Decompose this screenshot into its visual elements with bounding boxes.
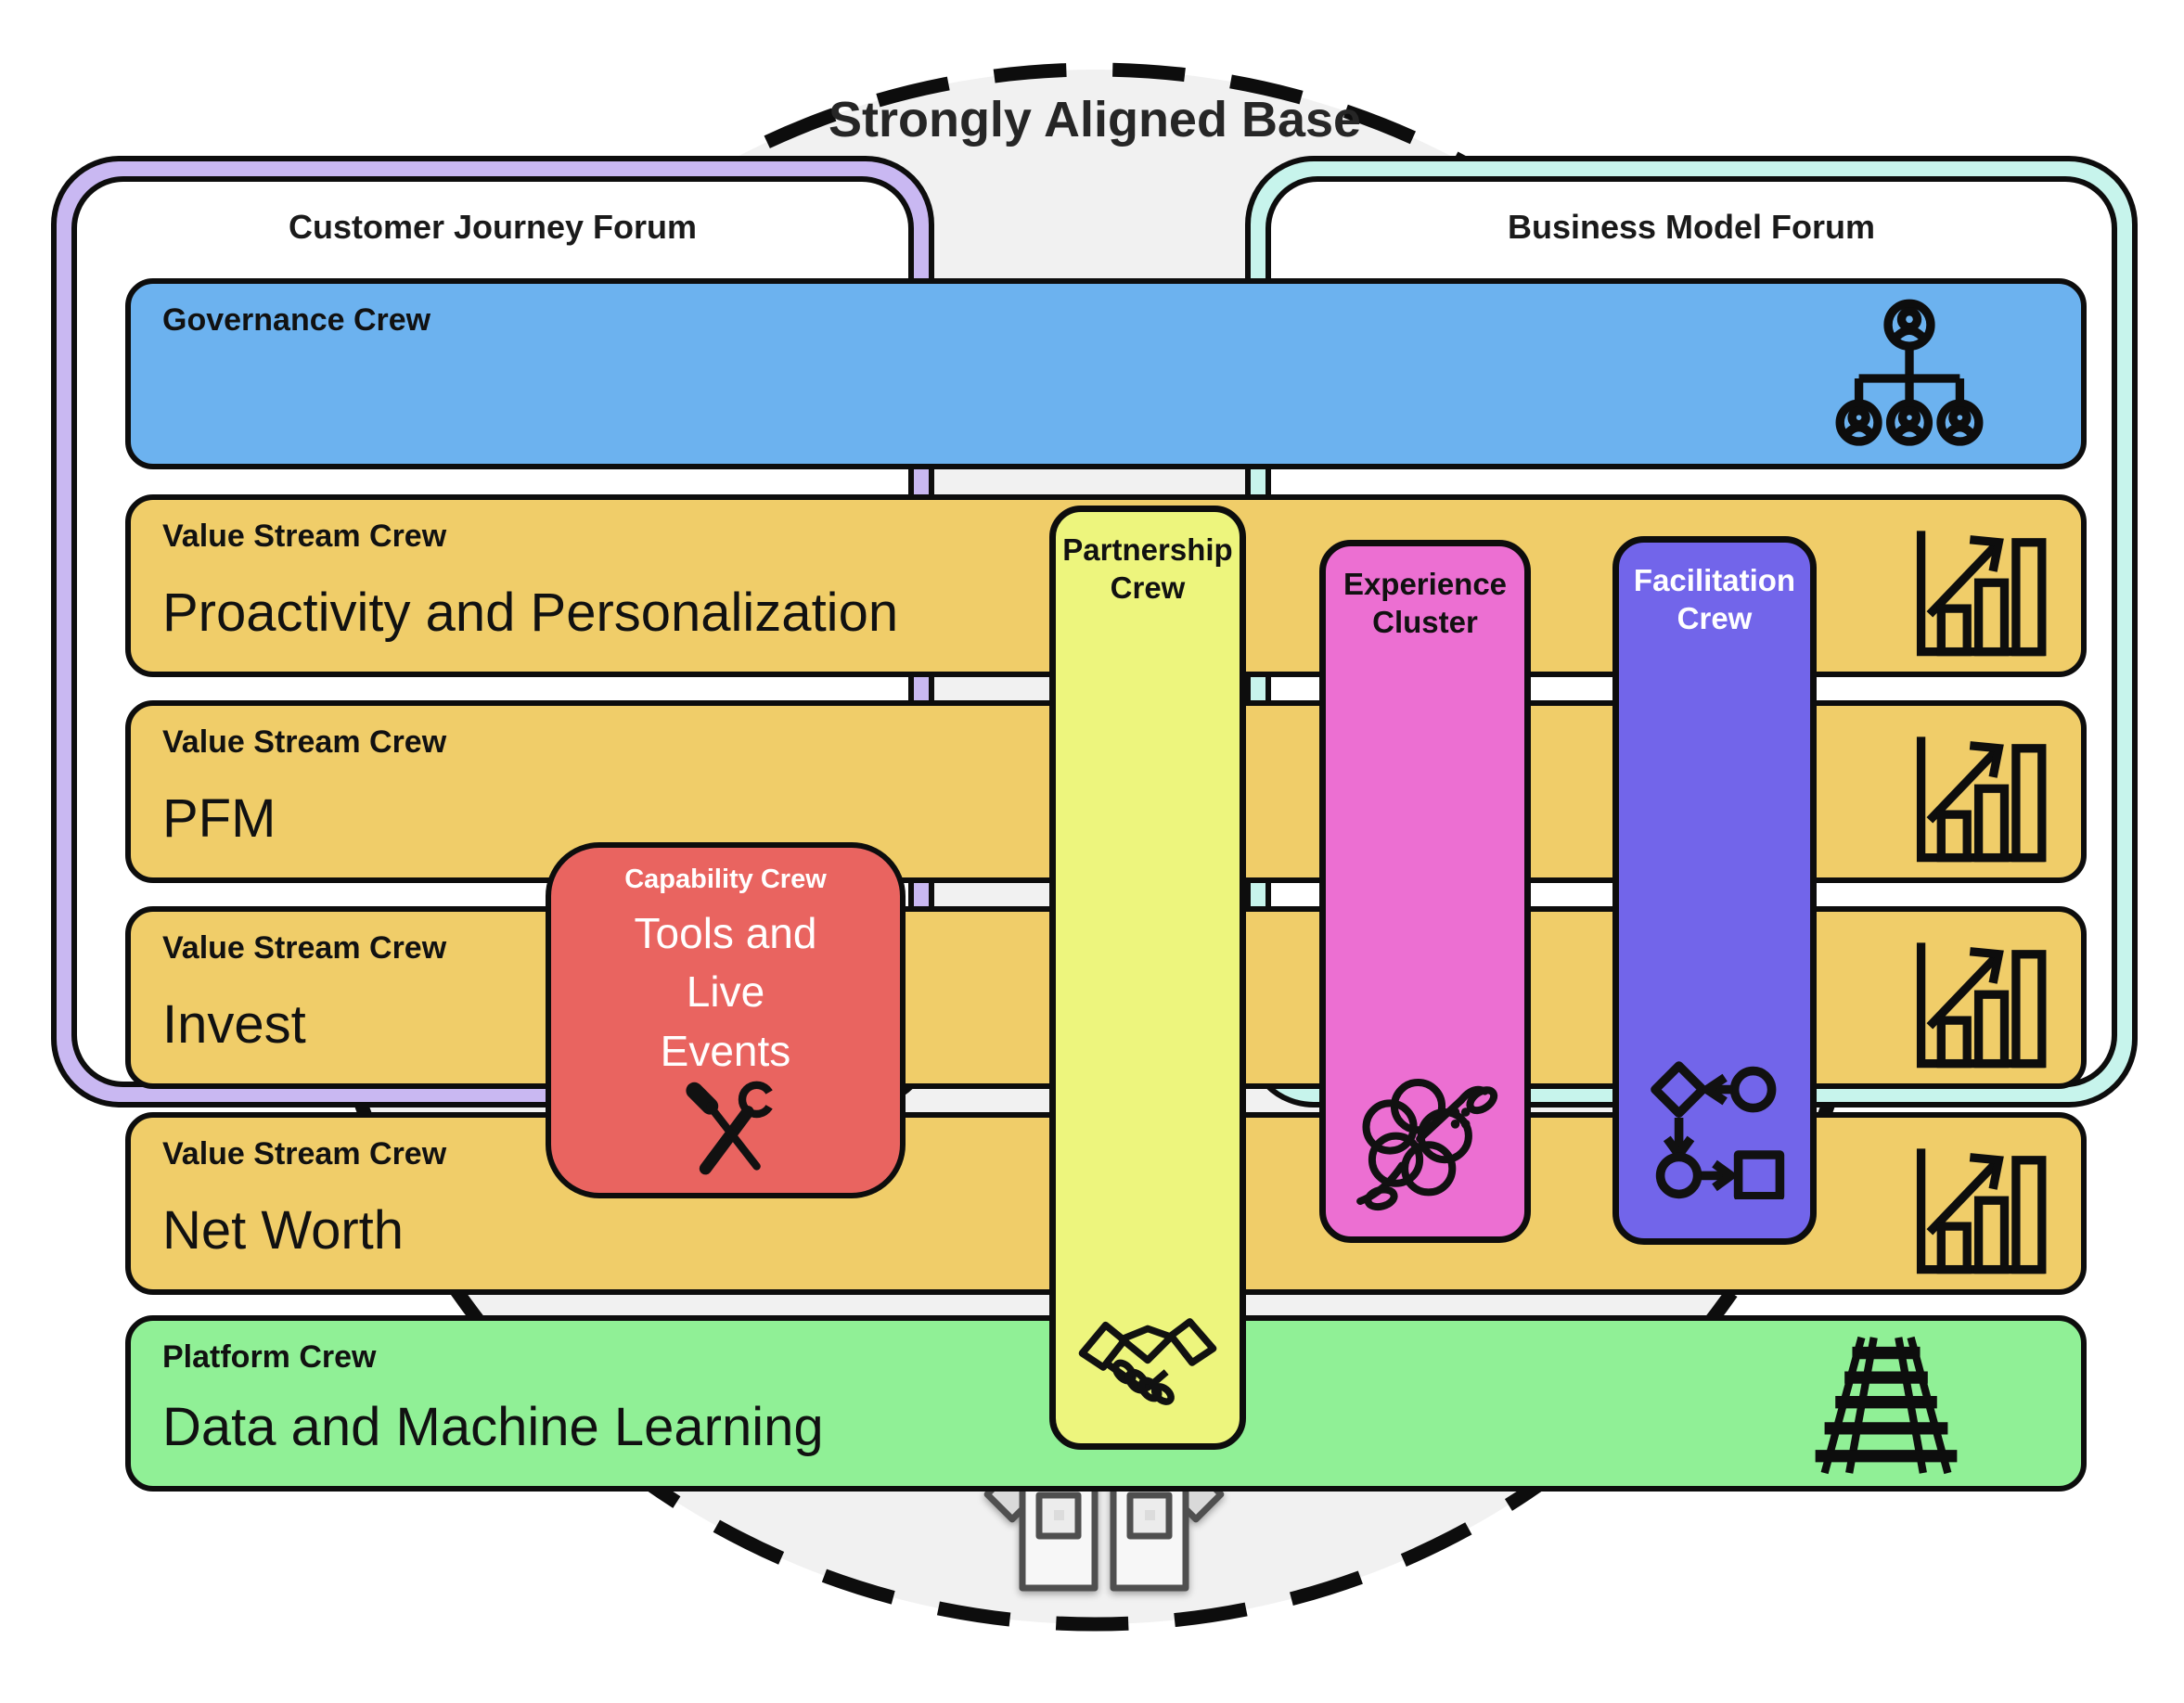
governance-crew-bar: Governance Crew [125, 278, 2087, 469]
value-stream-type-label: Value Stream Crew [162, 519, 447, 554]
railway-icon [1815, 1336, 1958, 1475]
value-stream-name: PFM [162, 788, 276, 849]
flowchart-icon [1651, 1061, 1785, 1199]
tools-icon [686, 1082, 784, 1175]
growth-chart-icon [1916, 1148, 2047, 1274]
hibiscus-icon [1355, 1079, 1497, 1211]
handshake-icon [1078, 1318, 1217, 1405]
org-chart-icon [1835, 299, 1984, 446]
growth-chart-icon [1916, 942, 2047, 1069]
growth-chart-icon [1916, 736, 2047, 863]
partnership-crew-label: Partnership Crew [1062, 532, 1233, 606]
growth-chart-icon [1916, 531, 2047, 657]
platform-crew-name: Data and Machine Learning [162, 1397, 824, 1457]
partnership-crew-bar: Partnership Crew [1049, 506, 1246, 1450]
facilitation-crew-label: Facilitation Crew [1633, 563, 1796, 636]
capability-crew-name: Tools and Live Events [634, 909, 817, 1075]
business-model-forum-label: Business Model Forum [1507, 208, 1876, 246]
experience-cluster-bar: Experience Cluster [1319, 540, 1531, 1243]
strongly-aligned-base-title: Strongly Aligned Base [828, 92, 1362, 147]
value-stream-type-label: Value Stream Crew [162, 1136, 447, 1172]
value-stream-name: Net Worth [162, 1200, 405, 1261]
platform-crew-type-label: Platform Crew [162, 1339, 377, 1375]
facilitation-crew-bar: Facilitation Crew [1612, 536, 1817, 1245]
experience-cluster-label: Experience Cluster [1343, 567, 1508, 640]
value-stream-type-label: Value Stream Crew [162, 724, 447, 760]
value-stream-type-label: Value Stream Crew [162, 930, 447, 966]
value-stream-name: Invest [162, 994, 306, 1055]
capability-crew-label: Capability Crew [624, 864, 827, 894]
governance-crew-label: Governance Crew [162, 302, 431, 338]
value-stream-name: Proactivity and Personalization [162, 583, 899, 643]
customer-journey-forum-label: Customer Journey Forum [288, 208, 698, 246]
capability-crew-box: Capability Crew Tools and Live Events [546, 842, 906, 1198]
